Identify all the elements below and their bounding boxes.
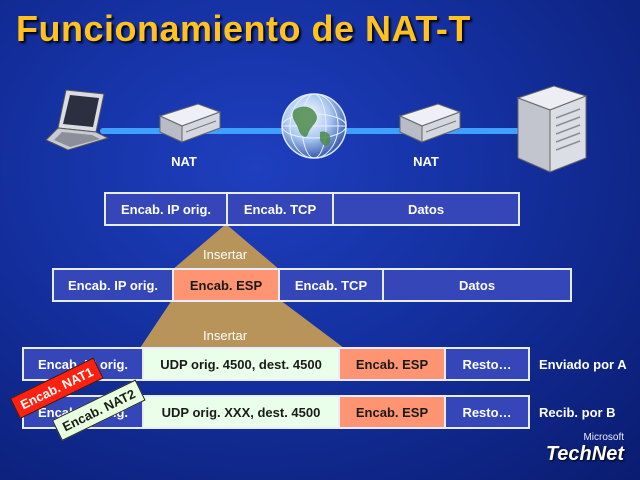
packet-original-ip-header: Encab. IP orig. — [106, 194, 228, 224]
nat-right-device-icon — [398, 103, 462, 143]
nat-left-device-icon — [158, 103, 222, 143]
packet-original: Encab. IP orig. Encab. TCP Datos — [104, 192, 520, 226]
nat-right-label: NAT — [413, 154, 439, 169]
insert-triangle-2 — [140, 300, 344, 348]
packet-esp-esp-header: Encab. ESP — [174, 270, 280, 300]
packet-received-esp-header: Encab. ESP — [340, 397, 446, 427]
packet-received-udp-header: UDP orig. XXX, dest. 4500 — [144, 397, 340, 427]
packet-esp: Encab. IP orig. Encab. ESP Encab. TCP Da… — [52, 268, 572, 302]
logo-technet: TechNet — [545, 443, 624, 465]
packet-sent: Encab. IP orig. UDP orig. 4500, dest. 45… — [22, 347, 530, 381]
packet-esp-tcp-header: Encab. TCP — [280, 270, 384, 300]
packet-received: Encab. IP orig. UDP orig. XXX, dest. 450… — [22, 395, 530, 429]
packet-sent-udp-header: UDP orig. 4500, dest. 4500 — [144, 349, 340, 379]
packet-sent-rest: Resto… — [446, 349, 528, 379]
insert-triangle-1 — [172, 224, 280, 270]
nat-left-label: NAT — [171, 154, 197, 169]
server-icon — [516, 85, 588, 173]
packet-esp-data: Datos — [384, 270, 570, 300]
laptop-icon — [45, 89, 110, 151]
packet-received-label: Recib. por B — [539, 405, 616, 420]
insert-label-2: Insertar — [203, 328, 248, 343]
globe-icon — [281, 93, 347, 159]
page-title: Funcionamiento de NAT-T — [16, 8, 471, 49]
packet-sent-label: Enviado por A — [539, 357, 627, 372]
packet-received-rest: Resto… — [446, 397, 528, 427]
technet-logo: Microsoft TechNet — [546, 432, 624, 466]
packet-esp-ip-header: Encab. IP orig. — [54, 270, 174, 300]
packet-original-data: Datos — [334, 194, 518, 224]
logo-microsoft: Microsoft — [583, 432, 624, 443]
insert-label-1: Insertar — [203, 247, 248, 262]
packet-sent-esp-header: Encab. ESP — [340, 349, 446, 379]
packet-original-tcp-header: Encab. TCP — [228, 194, 334, 224]
